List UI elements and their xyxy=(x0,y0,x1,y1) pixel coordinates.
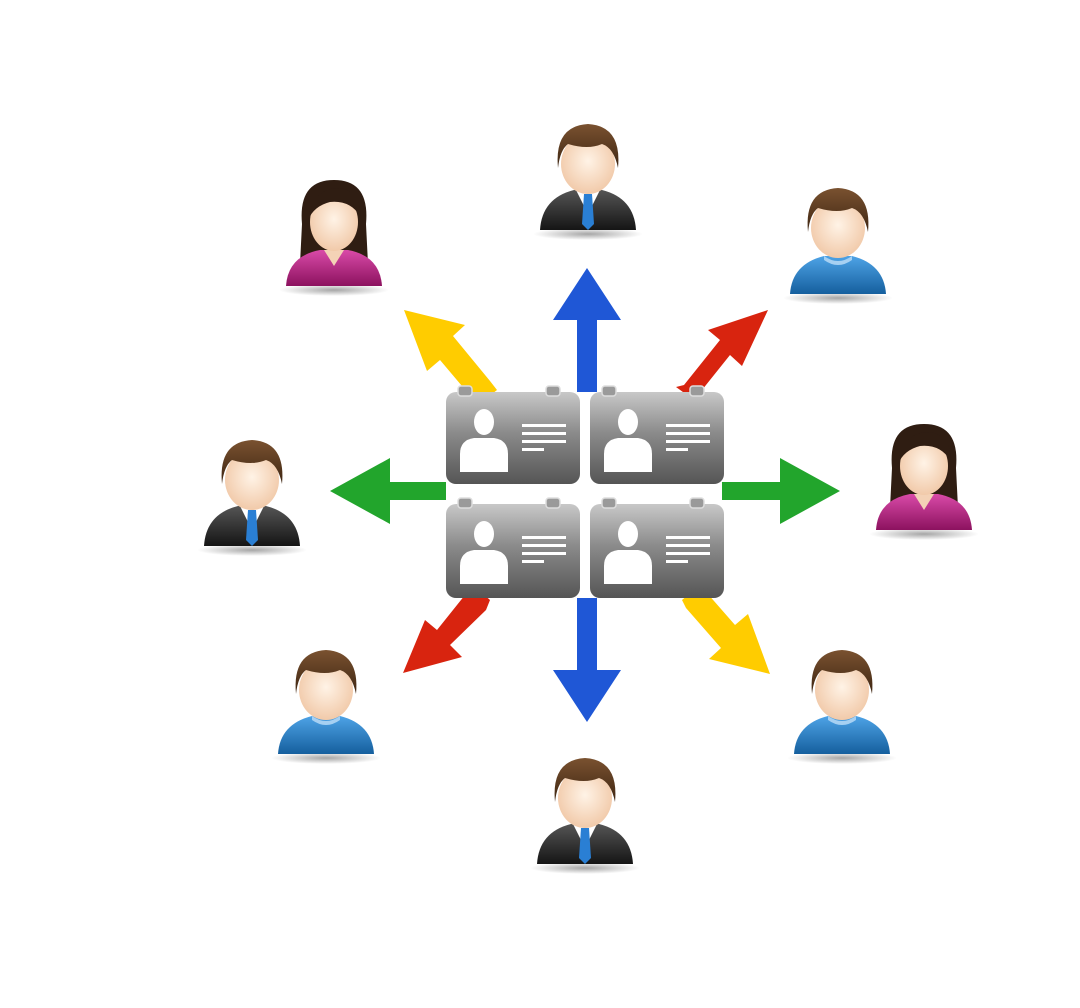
woman-icon xyxy=(869,424,979,540)
arrow-right-icon xyxy=(722,458,840,524)
man-blue-shirt-icon xyxy=(271,650,381,764)
arrow-down-icon xyxy=(553,598,621,722)
arrow-left-icon xyxy=(330,458,446,524)
businessman-icon xyxy=(530,758,640,874)
businessman-icon xyxy=(533,124,643,240)
id-card-icon xyxy=(446,385,580,484)
id-card-icon xyxy=(590,497,724,598)
arrow-up-right-icon xyxy=(676,310,768,400)
id-card-icon xyxy=(590,385,724,484)
id-card-grid-icon xyxy=(446,385,724,598)
id-card-icon xyxy=(446,497,580,598)
man-blue-shirt-icon xyxy=(783,188,893,304)
businessman-icon xyxy=(197,440,307,556)
arrow-down-left-icon xyxy=(403,585,490,673)
arrow-up-left-icon xyxy=(404,310,497,405)
arrows-group xyxy=(330,268,840,722)
woman-icon xyxy=(279,180,389,296)
arrow-up-icon xyxy=(553,268,621,392)
man-blue-shirt-icon xyxy=(787,650,897,764)
arrow-down-right-icon xyxy=(682,585,770,674)
